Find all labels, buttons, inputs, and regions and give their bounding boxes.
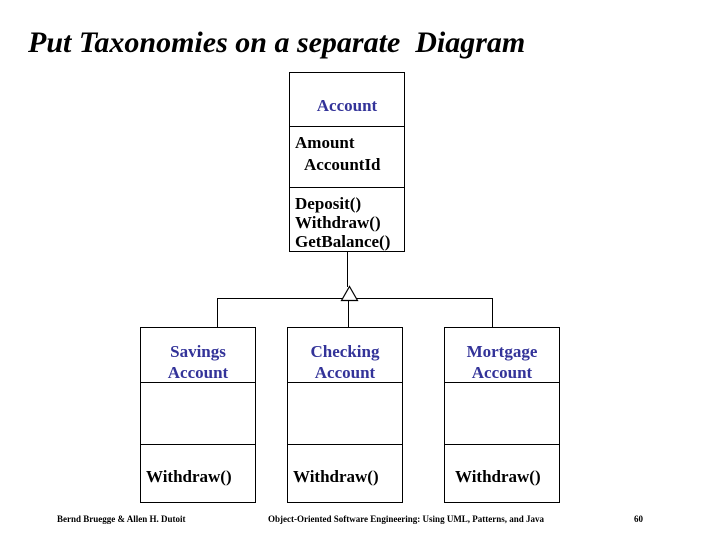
uml-class-mortgage-account: Mortgage Account Withdraw() (444, 327, 560, 503)
footer-page-number: 60 (634, 514, 643, 524)
inheritance-triangle-icon (340, 285, 359, 302)
checking-attributes (288, 383, 402, 445)
connector-drop-savings (217, 298, 218, 328)
class-name-mortgage: Mortgage Account (445, 328, 559, 383)
operation-getbalance: GetBalance() (295, 232, 391, 251)
connector-drop-checking (348, 301, 349, 328)
class-name-checking: Checking Account (288, 328, 402, 383)
uml-class-savings-account: Savings Account Withdraw() (140, 327, 256, 503)
checking-operations: Withdraw() (288, 445, 402, 502)
savings-attributes (141, 383, 255, 445)
operation-withdraw: Withdraw() (146, 467, 232, 486)
attribute-amount: Amount (295, 133, 355, 152)
account-operations: Deposit() Withdraw() GetBalance() (290, 188, 404, 251)
footer-authors: Bernd Bruegge & Allen H. Dutoit (57, 514, 186, 524)
slide-title: Put Taxonomies on a separate Diagram (28, 26, 526, 59)
uml-class-checking-account: Checking Account Withdraw() (287, 327, 403, 503)
account-attributes: Amount AccountId (290, 127, 404, 188)
class-name-account: Account (290, 73, 404, 127)
mortgage-attributes (445, 383, 559, 445)
operation-withdraw: Withdraw() (293, 467, 379, 486)
footer-book-title: Object-Oriented Software Engineering: Us… (268, 514, 545, 524)
operation-withdraw: Withdraw() (455, 467, 541, 486)
connector-drop-mortgage (492, 298, 493, 328)
class-name-savings: Savings Account (141, 328, 255, 383)
uml-class-account: Account Amount AccountId Deposit() Withd… (289, 72, 405, 252)
attribute-accountid: AccountId (304, 155, 381, 174)
mortgage-operations: Withdraw() (445, 445, 559, 502)
operation-deposit: Deposit() (295, 194, 362, 213)
operation-withdraw: Withdraw() (295, 213, 381, 232)
savings-operations: Withdraw() (141, 445, 255, 502)
connector-superclass-stem (347, 252, 348, 287)
